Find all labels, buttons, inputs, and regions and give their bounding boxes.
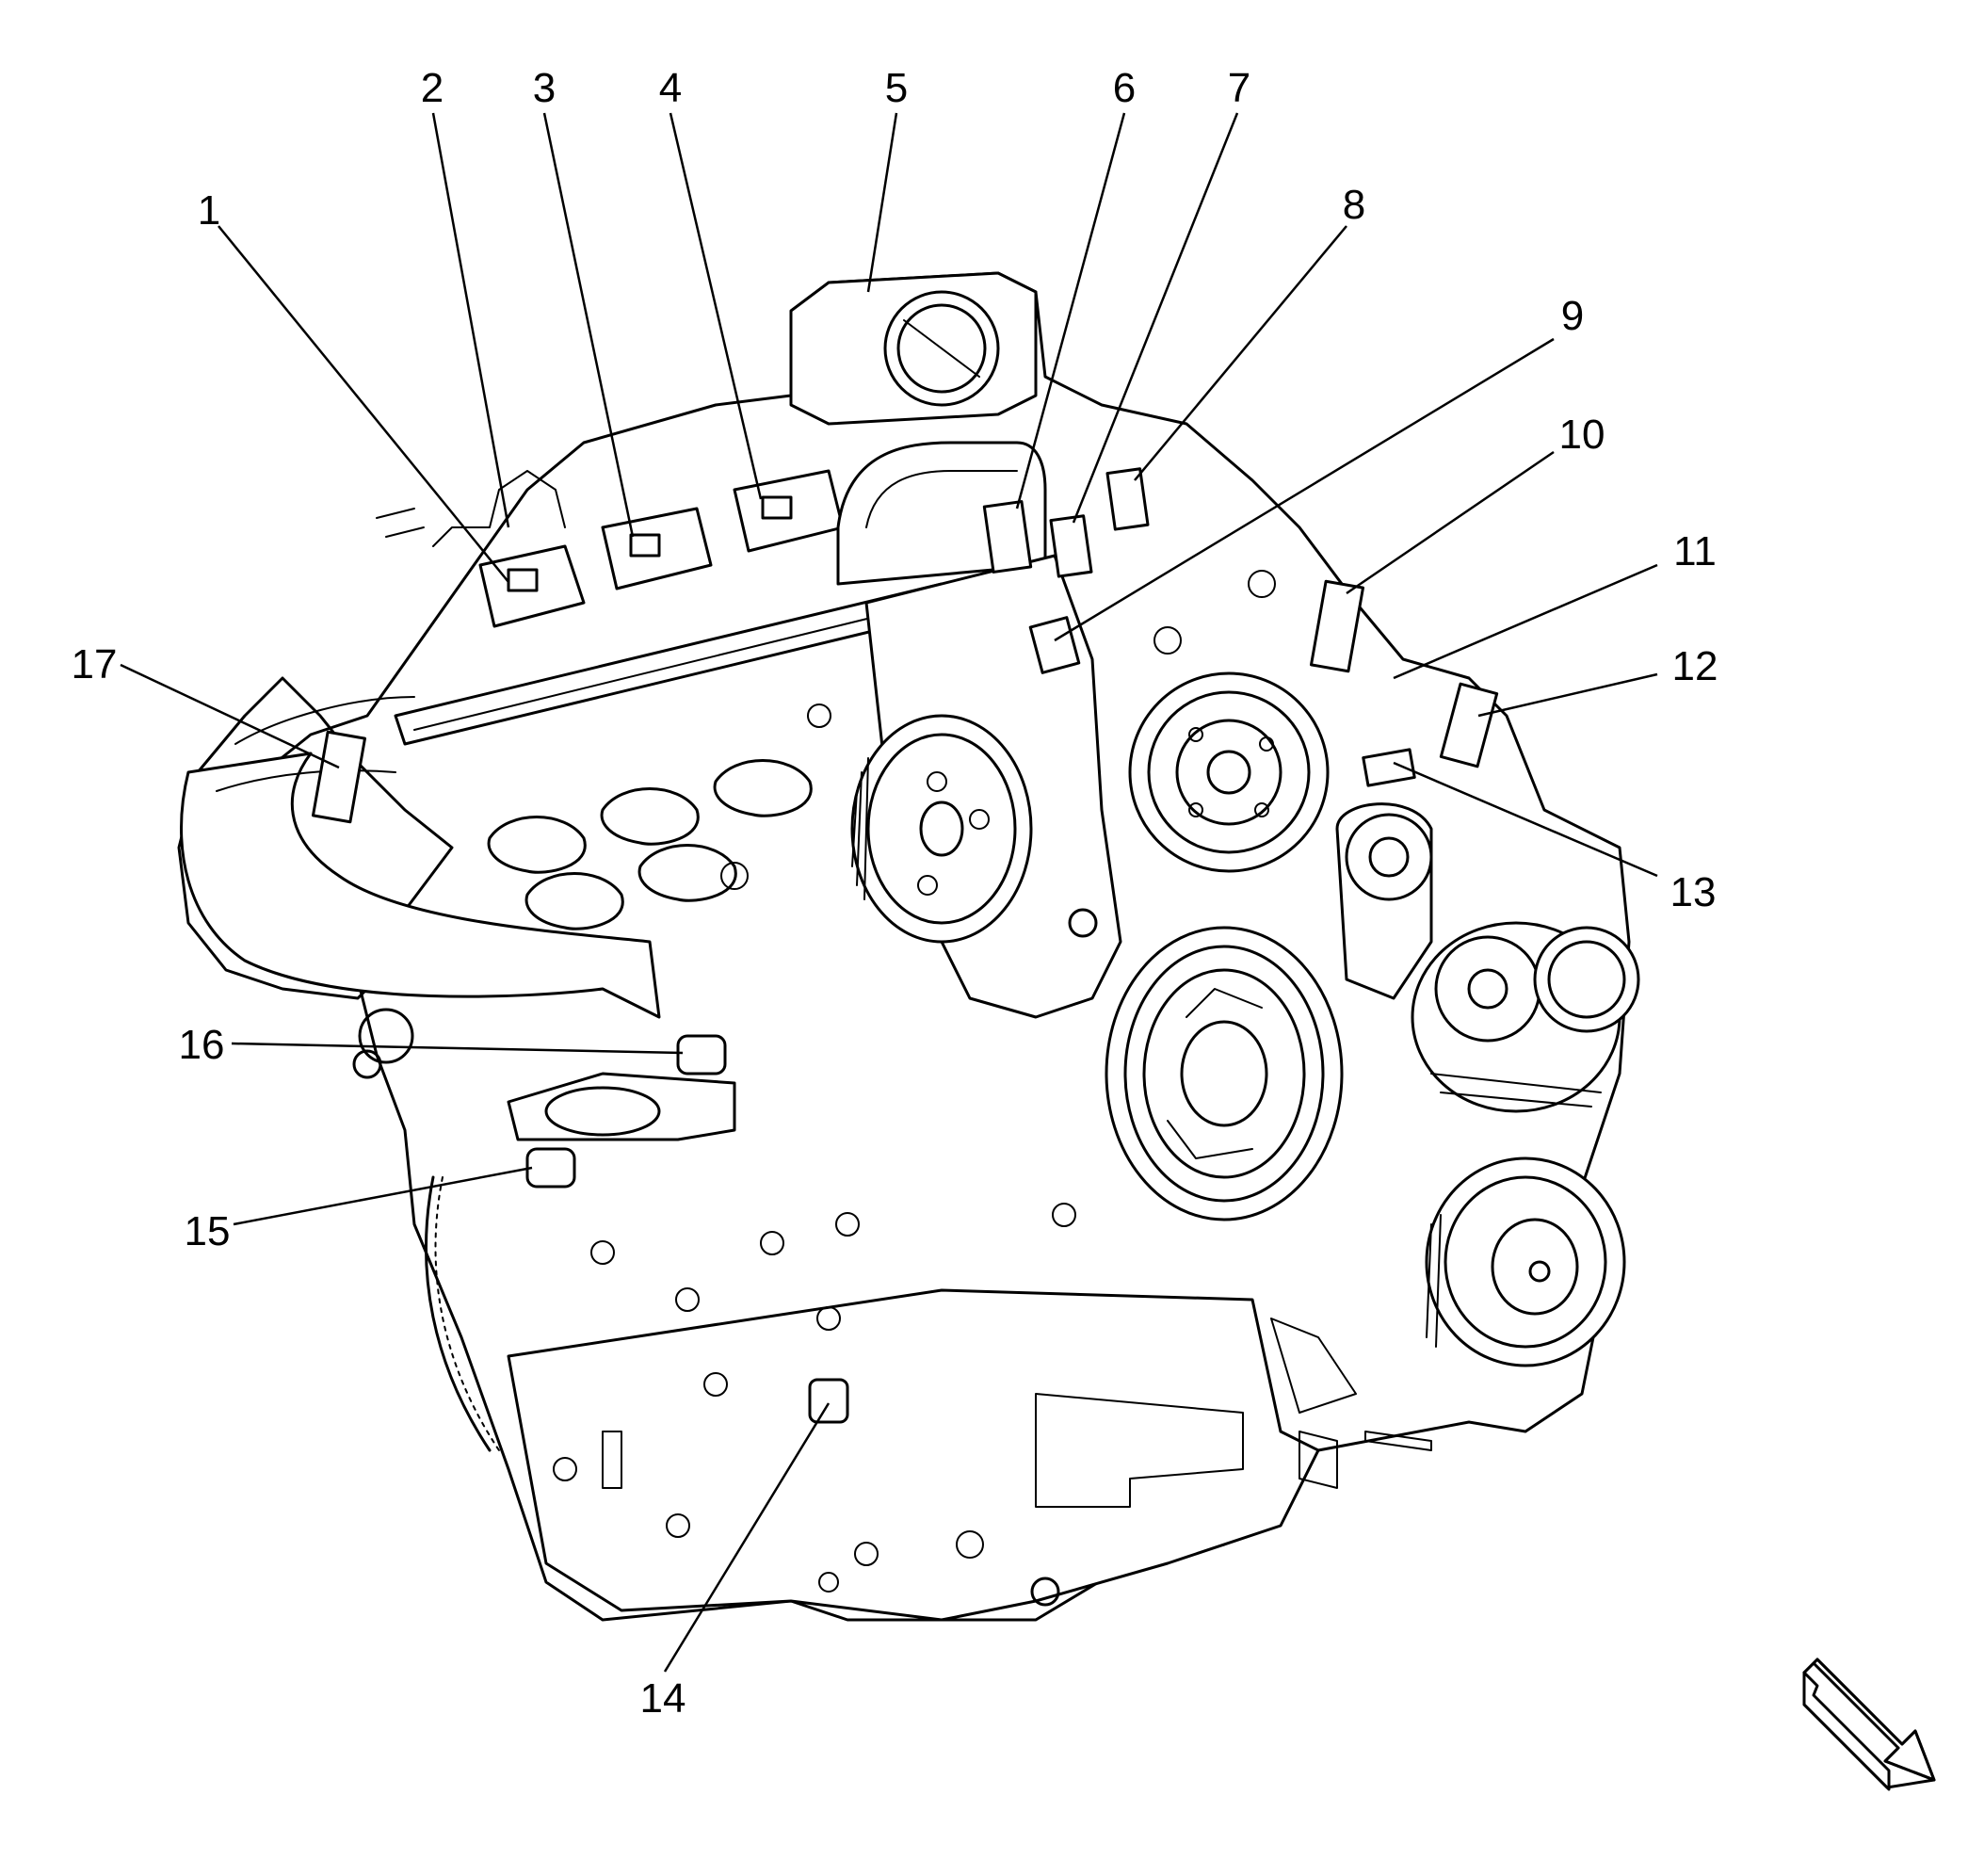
thermostat-housing xyxy=(507,1072,736,1141)
oil-pan xyxy=(507,1288,1320,1622)
callout-6: 6 xyxy=(1113,65,1136,111)
leader-5 xyxy=(866,112,898,293)
ac-compressor xyxy=(1425,1156,1626,1367)
callout-labels: 1 2 3 4 5 6 7 8 9 10 11 12 13 14 15 16 1… xyxy=(72,65,1718,1722)
power-steering-pulley xyxy=(850,714,1033,944)
belt-tensioner xyxy=(1335,802,1433,1000)
callout-13: 13 xyxy=(1670,869,1717,915)
crankshaft-balancer xyxy=(1105,926,1344,1221)
leader-3 xyxy=(542,112,635,538)
leader-2 xyxy=(431,112,510,528)
air-intake-duct xyxy=(180,752,661,1019)
callout-11: 11 xyxy=(1673,528,1717,574)
callout-5: 5 xyxy=(885,65,908,111)
leader-11 xyxy=(1393,563,1658,680)
callout-8: 8 xyxy=(1343,182,1365,228)
leader-1 xyxy=(218,225,509,583)
leader-7 xyxy=(1072,112,1239,524)
water-pump-pulley xyxy=(1128,671,1330,873)
leader-6 xyxy=(1015,112,1126,509)
throttle-body xyxy=(789,271,1038,426)
callout-15: 15 xyxy=(185,1208,231,1254)
callout-1: 1 xyxy=(198,187,220,234)
leader-14 xyxy=(663,1402,831,1673)
callout-4: 4 xyxy=(659,65,682,111)
leader-16 xyxy=(231,1042,684,1055)
callout-12: 12 xyxy=(1672,643,1718,689)
connectors xyxy=(311,467,1499,1424)
leader-13 xyxy=(1393,761,1658,878)
leader-10 xyxy=(1346,450,1555,595)
leader-4 xyxy=(669,112,763,500)
callout-2: 2 xyxy=(421,65,444,111)
bolts-and-details xyxy=(553,570,1432,1538)
callout-9: 9 xyxy=(1561,293,1584,339)
cylinder-head-ports xyxy=(487,759,813,930)
callout-17: 17 xyxy=(72,641,118,687)
flywheel xyxy=(425,1175,492,1452)
leader-lines xyxy=(120,112,1658,1673)
callout-7: 7 xyxy=(1228,65,1250,111)
alternator xyxy=(1411,921,1640,1113)
engine-illustration xyxy=(177,271,1640,1622)
callout-3: 3 xyxy=(533,65,556,111)
leader-15 xyxy=(233,1166,533,1226)
callout-16: 16 xyxy=(179,1022,225,1068)
leader-17 xyxy=(120,663,340,769)
callout-10: 10 xyxy=(1559,412,1605,458)
leader-8 xyxy=(1134,225,1347,481)
callout-14: 14 xyxy=(640,1675,686,1722)
leader-9 xyxy=(1054,337,1555,642)
leader-12 xyxy=(1477,672,1658,718)
front-direction-arrow-icon xyxy=(1802,1658,1936,1791)
